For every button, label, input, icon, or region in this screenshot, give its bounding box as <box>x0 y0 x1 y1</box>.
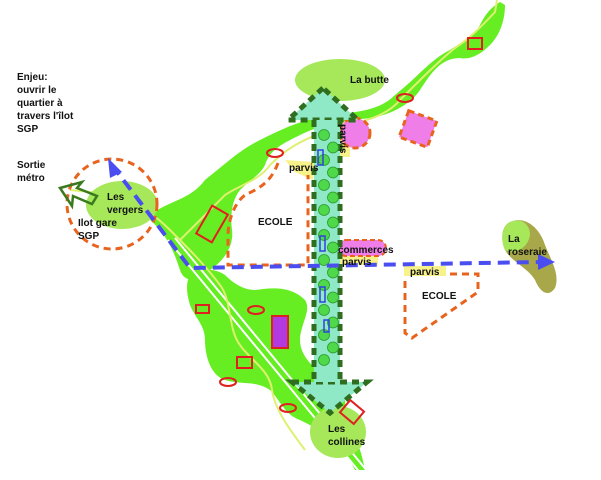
title-text: Enjeu: ouvrir le quartier à travers l'îl… <box>17 72 74 135</box>
blue-marker <box>319 286 326 303</box>
red-rect-marker <box>194 204 230 244</box>
blue-arrowhead-east <box>538 254 555 270</box>
tree-icon <box>318 129 330 141</box>
vergers-label: vergers <box>107 205 144 216</box>
tree-icon <box>318 304 330 316</box>
sortie-label: Sortie <box>17 160 46 171</box>
arrowhead-north <box>281 84 365 123</box>
sortie-label: métro <box>17 173 45 184</box>
blue-route <box>110 163 541 271</box>
parvis-label: parvis <box>337 124 348 154</box>
red-oval-marker <box>396 93 414 103</box>
les-collines-label: Les <box>328 424 346 435</box>
tree-icon <box>318 354 330 366</box>
red-oval-marker <box>219 377 237 387</box>
purple-building <box>271 315 289 349</box>
tree-icon <box>327 291 339 304</box>
la-roseraie-label: roseraie <box>508 247 547 258</box>
red-oval-marker <box>247 305 265 315</box>
tree-icon <box>318 204 330 216</box>
area-la-roseraie-green <box>502 220 530 252</box>
tree-icon <box>318 179 330 191</box>
parvis-label: parvis <box>342 257 372 268</box>
tree-icon <box>327 341 339 354</box>
svg-text:Enjeu:: Enjeu: <box>17 72 48 83</box>
tree-icon <box>327 316 339 329</box>
les-collines-label: collines <box>328 437 366 448</box>
red-square-marker <box>195 304 210 314</box>
area-les-collines <box>310 406 366 458</box>
svg-text:quartier à: quartier à <box>17 98 63 109</box>
area-les-vergers <box>86 181 158 229</box>
svg-text:ouvrir le: ouvrir le <box>17 85 57 96</box>
parvis-patch <box>404 266 446 276</box>
tree-icon <box>327 241 339 254</box>
pink-square-equipment <box>397 108 439 150</box>
parvis-label: parvis <box>410 267 440 278</box>
tree-icon <box>327 141 339 154</box>
red-square-marker <box>467 37 483 50</box>
tree-icon <box>327 266 339 279</box>
red-square-marker <box>338 398 366 426</box>
north-south-mall <box>281 84 374 417</box>
ilot-gare-perimeter <box>65 157 159 251</box>
svg-text:travers l'îlot: travers l'îlot <box>17 111 74 122</box>
ecole-outline-south <box>403 272 480 340</box>
ecole-outline-north <box>226 162 310 267</box>
red-oval-marker <box>279 403 297 413</box>
metro-exit-arrow-icon <box>57 179 99 210</box>
blue-marker <box>319 235 326 252</box>
ilot-gare-label: SGP <box>78 231 99 242</box>
blue-marker <box>317 149 324 166</box>
la-roseraie-label: La <box>508 234 520 245</box>
tree-icon <box>318 229 330 241</box>
la-butte-label: La butte <box>350 75 389 86</box>
commerces-area <box>337 239 387 257</box>
tree-icon <box>318 154 330 166</box>
tree-icon <box>327 216 339 229</box>
tree-row <box>318 129 339 366</box>
ecole-label: ECOLE <box>422 291 457 302</box>
tree-icon <box>327 191 339 204</box>
ecole-label: ECOLE <box>258 217 293 228</box>
blue-arrowhead-northwest <box>108 158 122 178</box>
blue-marker <box>323 319 330 333</box>
svg-text:SGP: SGP <box>17 124 38 135</box>
ilot-gare-label: Ilot gare <box>78 218 117 229</box>
tree-icon <box>318 254 330 266</box>
tree-icon <box>327 166 339 179</box>
vergers-label: Les <box>107 192 125 203</box>
red-square-marker <box>236 356 253 369</box>
parvis-patch <box>338 255 378 265</box>
red-oval-marker <box>266 148 284 158</box>
commerces-label: commerces <box>338 245 394 256</box>
parvis-label: parvis <box>289 163 319 174</box>
